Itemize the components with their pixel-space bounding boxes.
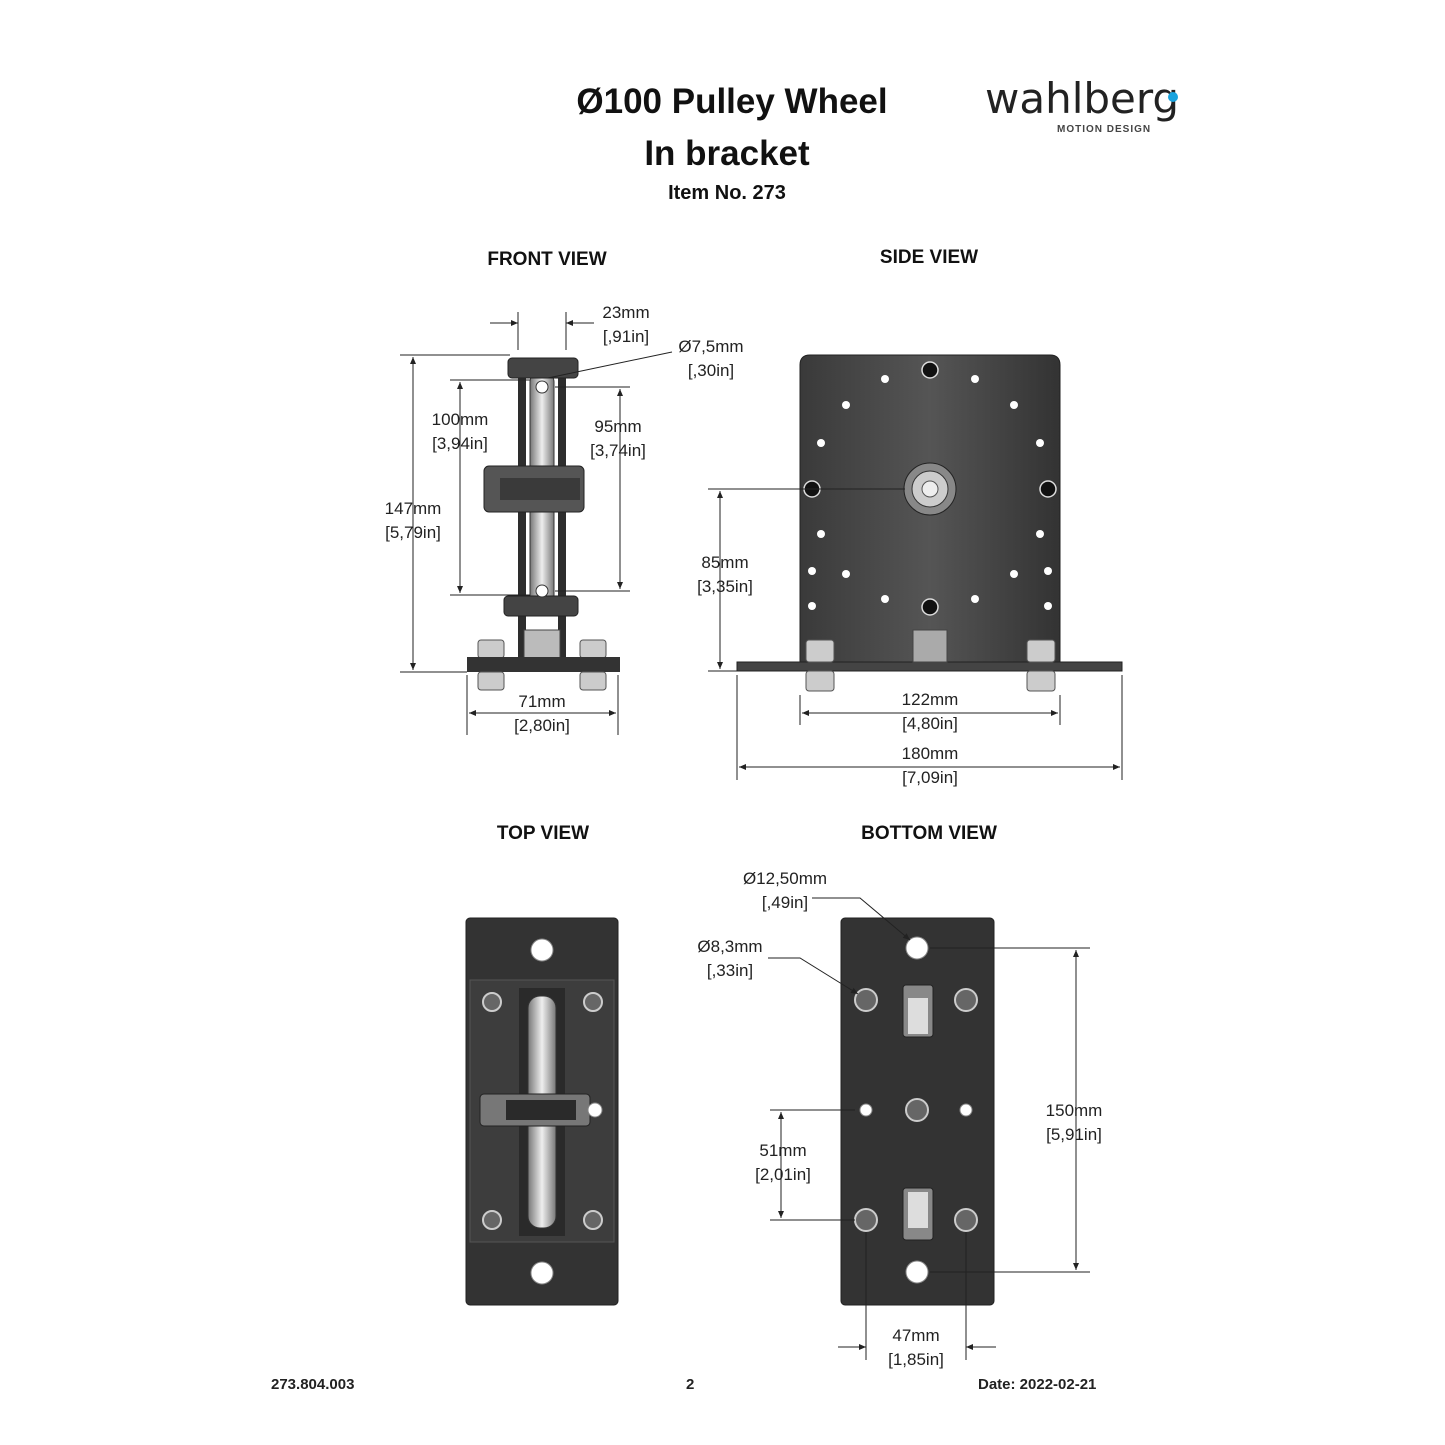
dim-in: [2,01in] (755, 1165, 811, 1184)
side-view-dimension-lines (708, 488, 1123, 780)
document-subtitle: In bracket (644, 134, 810, 173)
dim-in: [2,80in] (514, 716, 570, 735)
dim-in: [7,09in] (902, 768, 958, 787)
dim-mm: 71mm (518, 692, 565, 711)
item-number: Item No. 273 (668, 182, 786, 204)
dim-mm: 47mm (892, 1326, 939, 1345)
dim-in: [3,74in] (590, 441, 646, 460)
dim-mm: Ø7,5mm (678, 337, 743, 356)
side-view-drawing (736, 354, 1123, 692)
dim-in: [,49in] (762, 893, 808, 912)
logo-dot (1168, 92, 1178, 102)
front-view-dimension-lines (400, 312, 673, 735)
dim-mm: 23mm (602, 303, 649, 322)
dim-in: [4,80in] (902, 714, 958, 733)
dim-mm: 51mm (759, 1141, 806, 1160)
logo-tagline: MOTION DESIGN (1057, 124, 1152, 135)
dim-mm: 180mm (902, 744, 959, 763)
dim-mm: 100mm (432, 410, 489, 429)
dim-in: [,91in] (603, 327, 649, 346)
dim-in: [5,91in] (1046, 1125, 1102, 1144)
dim-in: [3,94in] (432, 434, 488, 453)
logo-word: wahlberg (985, 74, 1180, 123)
dim-mm: Ø8,3mm (697, 937, 762, 956)
document-date: Date: 2022-02-21 (978, 1376, 1097, 1393)
bottom-view-dimension-lines (768, 897, 1090, 1360)
bottom-view-drawing (840, 917, 995, 1306)
dim-mm: 147mm (385, 499, 442, 518)
side-view-label: SIDE VIEW (879, 247, 979, 268)
document-title: Ø100 Pulley Wheel (576, 82, 888, 121)
top-view-drawing (465, 917, 619, 1306)
page-number: 2 (686, 1376, 695, 1393)
front-view-label: FRONT VIEW (487, 249, 607, 270)
bottom-view-label: BOTTOM VIEW (861, 823, 997, 844)
dim-in: [,33in] (707, 961, 753, 980)
dim-in: [1,85in] (888, 1350, 944, 1369)
dim-in: [,30in] (688, 361, 734, 380)
wahlberg-logo: wahlberg MOTION DESIGN (985, 78, 1205, 140)
dim-mm: 95mm (594, 417, 641, 436)
document-number: 273.804.003 (271, 1376, 355, 1393)
dim-mm: 122mm (902, 690, 959, 709)
side-view-dimensions: 85mm [3,35in] 122mm [4,80in] 180mm [7,09… (697, 553, 958, 787)
dim-mm: 150mm (1046, 1101, 1103, 1120)
bottom-view-dimensions: Ø12,50mm [,49in] Ø8,3mm [,33in] 51mm [2,… (697, 869, 1102, 1369)
front-view-dimensions: 23mm [,91in] Ø7,5mm [,30in] 100mm [3,94i… (385, 303, 744, 735)
top-view-label: TOP VIEW (496, 823, 590, 844)
front-view-drawing (467, 357, 620, 691)
dim-mm: 85mm (701, 553, 748, 572)
dim-mm: Ø12,50mm (743, 869, 827, 888)
dim-in: [5,79in] (385, 523, 441, 542)
dim-in: [3,35in] (697, 577, 753, 596)
